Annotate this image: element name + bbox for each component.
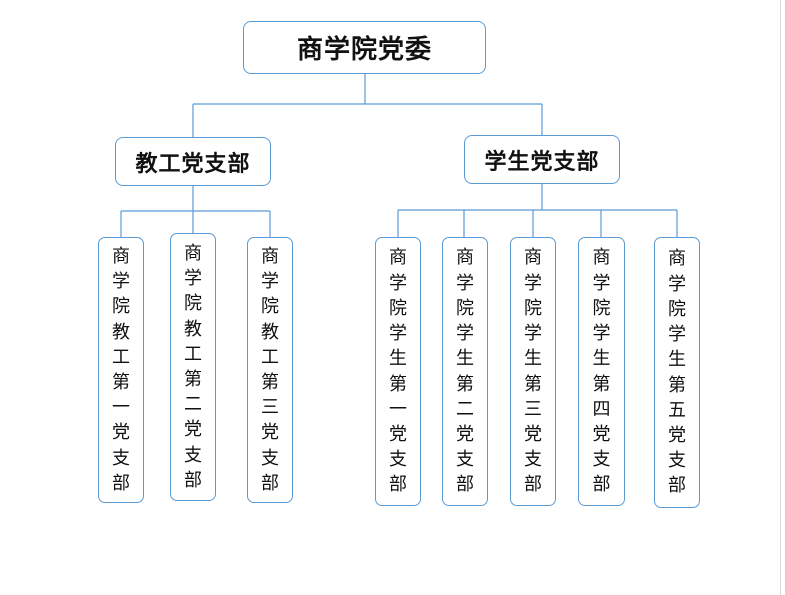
leaf-node-student-4: 商学院学生第四党支部 bbox=[578, 237, 625, 506]
leaf-label-student-4: 商学院学生第四党支部 bbox=[592, 247, 611, 496]
page-edge-line bbox=[780, 0, 781, 595]
leaf-label-student-5: 商学院学生第五党支部 bbox=[668, 248, 686, 497]
leaf-node-staff-2: 商学院教工第二党支部 bbox=[170, 233, 216, 501]
leaf-node-student-5: 商学院学生第五党支部 bbox=[654, 237, 700, 508]
leaf-node-staff-1: 商学院教工第一党支部 bbox=[98, 237, 144, 503]
branch-node-staff: 教工党支部 bbox=[115, 137, 271, 186]
leaf-node-student-3: 商学院学生第三党支部 bbox=[510, 237, 556, 506]
leaf-label-staff-3: 商学院教工第三党支部 bbox=[261, 245, 279, 494]
leaf-node-student-1: 商学院学生第一党支部 bbox=[375, 237, 421, 506]
branch-node-student: 学生党支部 bbox=[464, 135, 620, 184]
leaf-label-student-1: 商学院学生第一党支部 bbox=[389, 247, 407, 496]
leaf-label-student-2: 商学院学生第二党支部 bbox=[456, 247, 474, 496]
leaf-label-student-3: 商学院学生第三党支部 bbox=[524, 247, 542, 496]
leaf-label-staff-1: 商学院教工第一党支部 bbox=[112, 245, 130, 494]
leaf-node-staff-3: 商学院教工第三党支部 bbox=[247, 237, 293, 503]
leaf-label-staff-2: 商学院教工第二党支部 bbox=[184, 242, 202, 491]
branch-label-student: 学生党支部 bbox=[484, 148, 600, 175]
root-node: 商学院党委 bbox=[243, 21, 486, 74]
leaf-node-student-2: 商学院学生第二党支部 bbox=[442, 237, 488, 506]
branch-label-staff: 教工党支部 bbox=[135, 150, 251, 177]
root-label: 商学院党委 bbox=[296, 35, 432, 65]
